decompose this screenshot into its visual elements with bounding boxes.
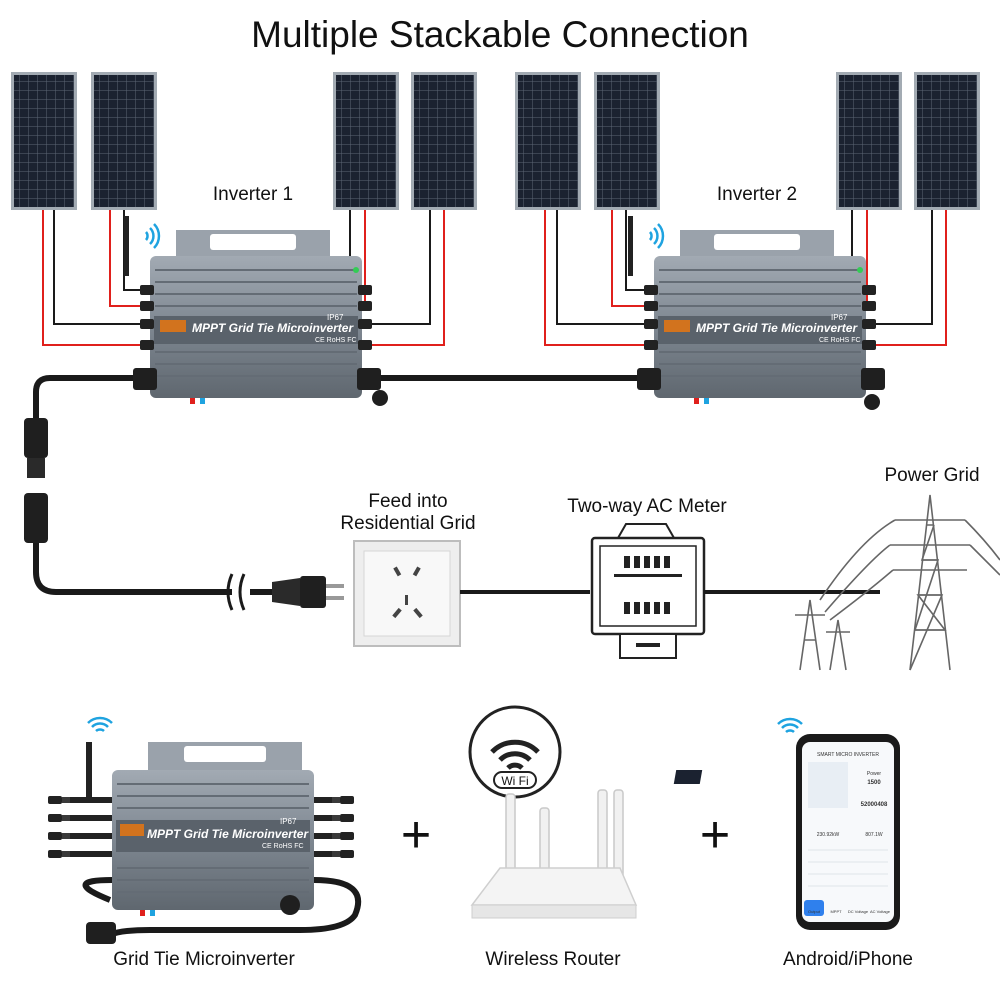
app-tab-ac: AC Voltage bbox=[870, 909, 891, 914]
power-grid-towers: Power Grid bbox=[795, 465, 1000, 671]
antenna-icon bbox=[124, 216, 129, 276]
schuko-plug-icon bbox=[272, 578, 300, 606]
inverter-2-label: Inverter 2 bbox=[717, 184, 797, 205]
bottom-inverter-rating: IP67 bbox=[280, 817, 297, 826]
inverter-1: Inverter 1 MPPT Grid Tie Microinverter I… bbox=[124, 184, 388, 406]
inverter-1-brand: MPPT Grid Tie Microinverter bbox=[192, 321, 354, 335]
phone-caption: Android/iPhone bbox=[783, 949, 913, 970]
ac-connector-male bbox=[24, 418, 48, 458]
solar-panel bbox=[914, 72, 980, 210]
bottom-inverter-certs: CE RoHS FC bbox=[262, 843, 304, 850]
inverter-2-rating: IP67 bbox=[831, 313, 848, 322]
solar-panel bbox=[515, 72, 581, 210]
inverter-1-label: Inverter 1 bbox=[213, 184, 293, 205]
antenna-icon bbox=[86, 742, 92, 800]
ac-meter: Two-way AC Meter bbox=[567, 496, 727, 659]
wireless-router: Wi Fi Wireless Router bbox=[468, 705, 638, 970]
app-power-value: 1500 bbox=[867, 780, 881, 786]
app-tab-output: Output bbox=[808, 909, 821, 914]
power-grid-label: Power Grid bbox=[884, 465, 979, 486]
ac-connector-female bbox=[24, 493, 48, 543]
wifi-signal-icon bbox=[144, 222, 161, 250]
cable-break-icon bbox=[226, 573, 246, 611]
antenna-icon bbox=[628, 216, 633, 276]
app-stat-2: 807.1W bbox=[865, 832, 883, 838]
inverter-2: Inverter 2 MPPT Grid Tie Microinverter I… bbox=[628, 184, 885, 410]
mc4-connectors-left bbox=[48, 796, 112, 858]
inverter-2-certs: CE RoHS FC bbox=[819, 337, 861, 344]
feed-label-line1: Feed into bbox=[368, 491, 447, 512]
solar-panel bbox=[836, 72, 902, 210]
plus-sign: + bbox=[401, 806, 431, 864]
wall-socket: Feed into Residential Grid bbox=[340, 491, 476, 647]
app-stat-1: 230.92kW bbox=[817, 832, 840, 838]
wifi-signal-icon bbox=[776, 717, 804, 734]
smartphone: SMART MICRO INVERTER Power 1500 52000408… bbox=[673, 717, 913, 970]
app-power-label: Power bbox=[867, 771, 882, 777]
inverter-1-certs: CE RoHS FC bbox=[315, 337, 357, 344]
feed-label-line2: Residential Grid bbox=[340, 513, 475, 534]
inverter-caption: Grid Tie Microinverter bbox=[113, 949, 295, 970]
plus-sign: + bbox=[700, 806, 730, 864]
bottom-inverter-brand: MPPT Grid Tie Microinverter bbox=[147, 827, 309, 841]
solar-panel bbox=[411, 72, 477, 210]
app-tab-dc: DC Voltage bbox=[848, 909, 869, 914]
wifi-signal-icon bbox=[86, 716, 114, 733]
solar-panel bbox=[11, 72, 77, 210]
solar-panel bbox=[91, 72, 157, 210]
wifi-badge-text: Wi Fi bbox=[501, 774, 528, 788]
inverter-1-rating: IP67 bbox=[327, 313, 344, 322]
solar-panel bbox=[594, 72, 660, 210]
app-header: SMART MICRO INVERTER bbox=[817, 752, 879, 758]
bottom-inverter: MPPT Grid Tie Microinverter IP67 CE RoHS… bbox=[48, 716, 362, 970]
wifi-signal-icon bbox=[648, 222, 665, 250]
ac-output-cable bbox=[24, 375, 344, 611]
app-tab-mppt: MPPT bbox=[830, 909, 842, 914]
ac-connector bbox=[86, 922, 116, 944]
inverter-2-brand: MPPT Grid Tie Microinverter bbox=[696, 321, 858, 335]
app-energy-value: 52000408 bbox=[861, 802, 888, 808]
solar-panel bbox=[333, 72, 399, 210]
router-caption: Wireless Router bbox=[485, 949, 621, 970]
page-title: Multiple Stackable Connection bbox=[251, 14, 749, 55]
meter-label: Two-way AC Meter bbox=[567, 496, 727, 517]
mc4-connectors-right bbox=[314, 796, 354, 858]
